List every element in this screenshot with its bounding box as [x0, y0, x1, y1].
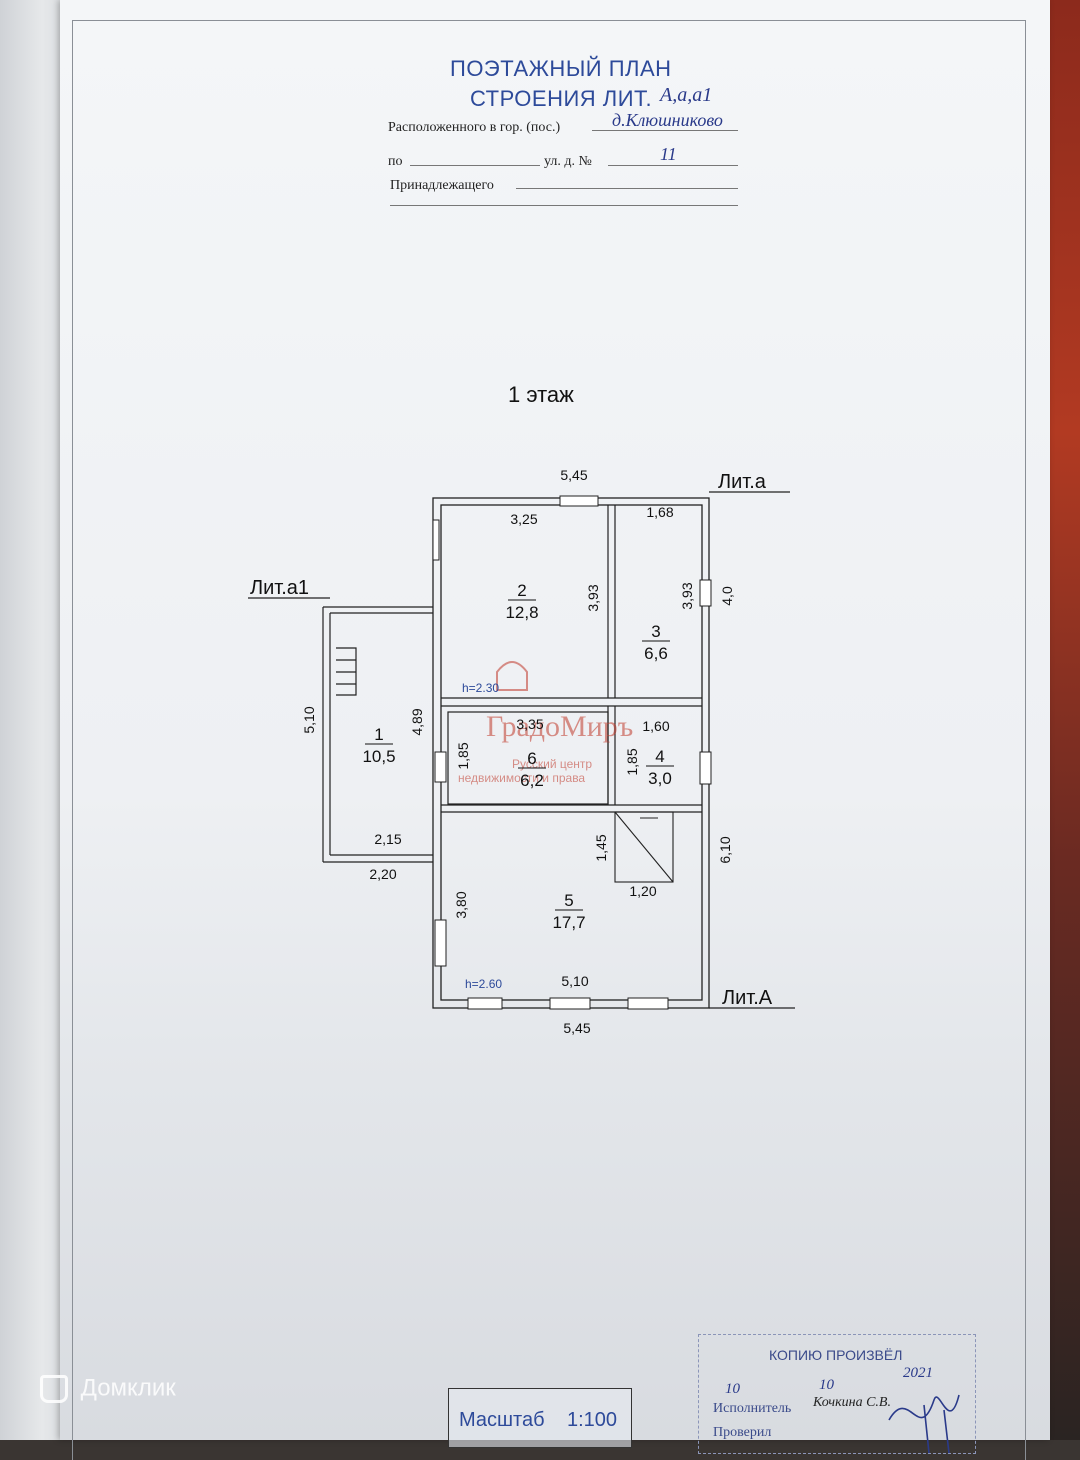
- stamp-checked-label: Проверил: [713, 1425, 772, 1440]
- owner-underline: [516, 188, 738, 189]
- windows: [432, 495, 712, 1010]
- street-underline: [410, 165, 540, 166]
- dim-a1-inner-width: 2,15: [374, 831, 401, 847]
- room6-walls: [447, 711, 609, 805]
- dim-r6-width: 3,35: [516, 716, 543, 732]
- stamp-executor-label: Исполнитель: [713, 1401, 792, 1416]
- lit-A-label: Лит.А: [722, 987, 773, 1009]
- dim-right-lower: 6,10: [717, 836, 733, 863]
- stamp-executor-name: Кочкина С.В.: [813, 1395, 891, 1410]
- stamp-year: 2021: [903, 1365, 933, 1381]
- dim-top-total: 5,45: [560, 467, 587, 483]
- room-2-number: 2: [517, 581, 526, 600]
- dim-right-upper: 4,0: [719, 586, 735, 606]
- plan-title-line1: ПОЭТАЖНЫЙ ПЛАН: [450, 56, 672, 81]
- house-icon: [40, 1374, 68, 1403]
- floor-title: 1 этаж: [508, 382, 574, 407]
- height-lower: h=2.60: [465, 977, 502, 991]
- dim-r6-height: 1,85: [455, 742, 471, 769]
- dim-a1-inner-height: 4,89: [409, 708, 425, 735]
- sheet-frame: [72, 20, 1026, 1460]
- copy-stamp: КОПИЮ ПРОИЗВЁЛ 10 10 2021 Исполнитель Ко…: [698, 1334, 976, 1454]
- dim-stair-height: 1,45: [593, 834, 609, 861]
- dim-stair-width: 1,20: [629, 883, 656, 899]
- dim-r2-height: 3,93: [585, 584, 601, 611]
- room-1-area: 10,5: [362, 747, 395, 766]
- stair: [614, 811, 674, 883]
- room-6-area: 6,2: [520, 771, 544, 790]
- room-3-area: 6,6: [644, 644, 668, 663]
- room-6-number: 6: [527, 749, 536, 768]
- room-4-area: 3,0: [648, 769, 672, 788]
- stamp-day: 10: [725, 1381, 740, 1397]
- room-4-number: 4: [655, 747, 664, 766]
- stamp-title: КОПИЮ ПРОИЗВЁЛ: [769, 1347, 903, 1363]
- domclick-text: Домклик: [80, 1374, 176, 1402]
- scale-value: 1:100: [567, 1409, 618, 1431]
- house-label: ул. д. №: [544, 154, 592, 169]
- dim-r3-height: 3,93: [679, 582, 695, 609]
- domclick-watermark: Домклик: [40, 1374, 240, 1414]
- dim-r2-width: 3,25: [510, 511, 537, 527]
- scale-box: Масштаб 1:100: [448, 1388, 632, 1448]
- scale-label: Масштаб: [459, 1409, 545, 1431]
- watermark-brand: ГрадоМиръ: [486, 710, 633, 743]
- dim-a1-outer-width: 2,20: [369, 866, 396, 882]
- background-left-page: [0, 0, 70, 1440]
- room-5-number: 5: [564, 891, 573, 910]
- room-5-area: 17,7: [552, 913, 585, 932]
- signature: [888, 1394, 960, 1454]
- room-2-area: 12,8: [505, 603, 538, 622]
- located-label: Расположенного в гор. (пос.): [388, 120, 561, 135]
- room-3-number: 3: [651, 622, 660, 641]
- plan-title-line2: СТРОЕНИЯ ЛИТ.: [470, 86, 653, 111]
- dim-r5-width: 5,10: [561, 973, 588, 989]
- room-1-number: 1: [374, 725, 383, 744]
- dim-r4-width: 1,60: [642, 718, 669, 734]
- house-value: 11: [660, 144, 677, 164]
- stamp-month: 10: [819, 1377, 834, 1393]
- owner-underline-2: [390, 205, 738, 206]
- street-label: по: [388, 154, 403, 169]
- located-value: д.Клюшниково: [612, 110, 723, 130]
- house-underline: [608, 165, 738, 166]
- lit-a1-label: Лит.а1: [250, 577, 309, 599]
- height-upper: h=2.30: [462, 681, 499, 695]
- dim-r4-height: 1,85: [624, 748, 640, 775]
- dim-bottom-total: 5,45: [563, 1020, 590, 1036]
- watermark-line1: Русский центр: [512, 757, 592, 771]
- lit-a-upper-label: Лит.а: [718, 471, 767, 493]
- watermark-line2: недвижимости и права: [458, 771, 585, 785]
- owner-label: Принадлежащего: [390, 178, 494, 193]
- dim-r5-height: 3,80: [453, 891, 469, 918]
- paper-sheet: [60, 0, 1050, 1440]
- lit-lines: [248, 491, 795, 1009]
- dim-left-a1-height: 5,10: [301, 706, 317, 733]
- located-underline: [592, 130, 738, 131]
- extension-a1: [322, 606, 433, 863]
- lit-value: А,а,а1: [660, 84, 713, 106]
- dim-r3-width: 1,68: [646, 504, 673, 520]
